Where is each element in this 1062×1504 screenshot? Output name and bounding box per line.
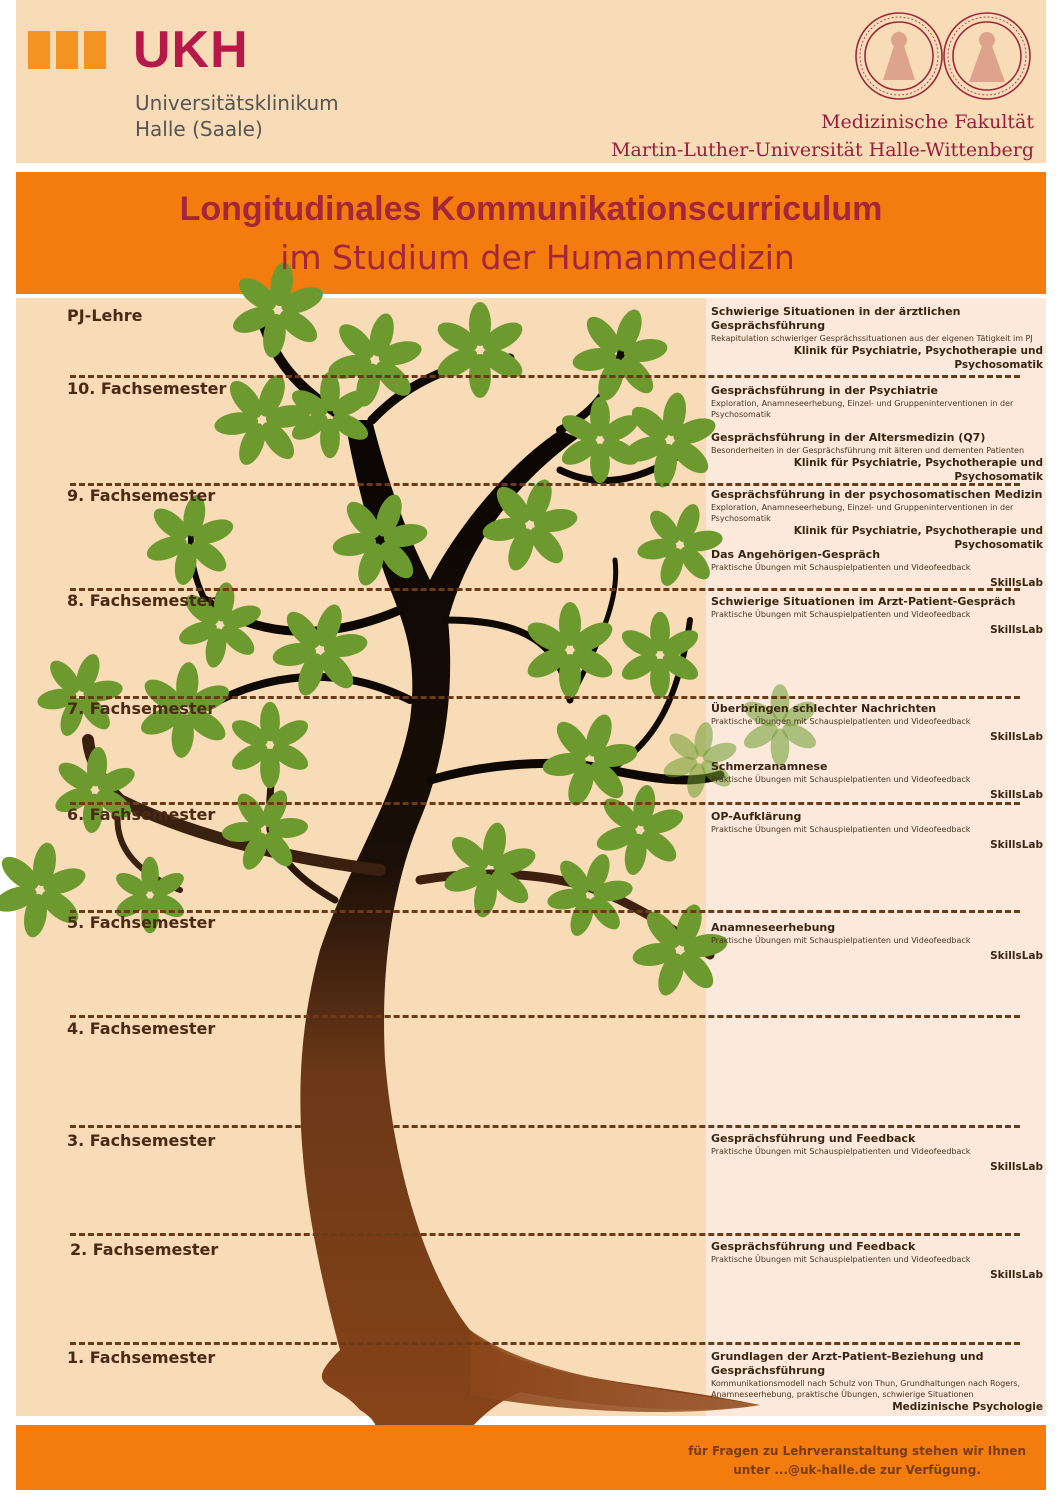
ukh-logo-subtitle: Universitätsklinikum Halle (Saale) — [135, 90, 339, 142]
semester-divider — [70, 1233, 1020, 1236]
course-entry: OP-Aufklärung Praktische Übungen mit Sch… — [711, 810, 1043, 852]
semester-label-10: 10. Fachsemester — [67, 379, 227, 398]
course-entry: Gesprächsführung in der psychosomatische… — [711, 488, 1043, 552]
course-title: Grundlagen der Arzt-Patient-Beziehung un… — [711, 1350, 984, 1377]
course-title: Schmerzanamnese — [711, 760, 828, 773]
course-title: OP-Aufklärung — [711, 810, 802, 823]
course-description: Praktische Übungen mit Schauspielpatient… — [711, 775, 971, 784]
footer-line1: für Fragen zu Lehrveranstaltung stehen w… — [688, 1444, 1026, 1458]
semester-divider — [70, 802, 1020, 805]
course-entry: Schmerzanamnese Praktische Übungen mit S… — [711, 760, 1043, 802]
course-title: Überbringen schlechter Nachrichten — [711, 702, 937, 715]
ukh-subtitle-line2: Halle (Saale) — [135, 117, 263, 141]
semester-label-9: 9. Fachsemester — [67, 486, 216, 505]
course-organizer: SkillsLab — [990, 577, 1043, 589]
course-entry: Grundlagen der Arzt-Patient-Beziehung un… — [711, 1350, 1043, 1414]
course-title: Anamneseerhebung — [711, 921, 836, 934]
course-description: Exploration, Anamneseerhebung, Einzel- u… — [711, 503, 1014, 523]
course-organizer: SkillsLab — [990, 1161, 1043, 1173]
course-organizer: Medizinische Psychologie — [892, 1401, 1043, 1413]
footer-line2: unter ...@uk-halle.de zur Verfügung. — [733, 1463, 981, 1477]
course-entry: Gesprächsführung und Feedback Praktische… — [711, 1240, 1043, 1282]
course-description: Praktische Übungen mit Schauspielpatient… — [711, 1147, 971, 1156]
semester-divider — [70, 696, 1020, 699]
course-organizer: Klinik für Psychiatrie, Psychotherapie u… — [793, 525, 1043, 551]
course-organizer: SkillsLab — [990, 789, 1043, 801]
course-title: Gesprächsführung und Feedback — [711, 1240, 916, 1253]
semester-divider — [70, 588, 1020, 591]
poster-title: Longitudinales Kommunikationscurriculum — [179, 190, 883, 228]
course-entry: Gesprächsführung in der Psychiatrie Expl… — [711, 384, 1043, 420]
semester-label-5: 5. Fachsemester — [67, 913, 216, 932]
university-seals-icon — [855, 12, 1031, 100]
course-entry: Schwierige Situationen in der ärztlichen… — [711, 305, 1043, 372]
course-description: Kommunikationsmodell nach Schulz von Thu… — [711, 1379, 1021, 1399]
semester-divider — [70, 1015, 1020, 1018]
course-description: Rekapitulation schwieriger Gesprächssitu… — [711, 334, 1033, 343]
semester-label-6: 6. Fachsemester — [67, 805, 216, 824]
semester-divider — [70, 1342, 1020, 1345]
header-panel — [16, 0, 1046, 163]
course-entry: Schwierige Situationen im Arzt-Patient-G… — [711, 595, 1043, 637]
course-entry: Das Angehörigen-Gespräch Praktische Übun… — [711, 548, 1043, 590]
course-title: Schwierige Situationen in der ärztlichen… — [711, 305, 961, 332]
course-title: Das Angehörigen-Gespräch — [711, 548, 881, 561]
footer-bar — [16, 1425, 1046, 1490]
faculty-line1: Medizinische Fakultät — [821, 111, 1034, 133]
semester-divider — [70, 483, 1020, 486]
ukh-subtitle-line1: Universitätsklinikum — [135, 91, 339, 115]
semester-label-pj: PJ-Lehre — [67, 306, 143, 325]
course-entry: Gesprächsführung in der Altersmedizin (Q… — [711, 431, 1043, 484]
semester-label-3: 3. Fachsemester — [67, 1131, 216, 1150]
course-title: Gesprächsführung in der psychosomatische… — [711, 488, 1043, 501]
course-entry: Gesprächsführung und Feedback Praktische… — [711, 1132, 1043, 1174]
semester-label-4: 4. Fachsemester — [67, 1019, 216, 1038]
course-description: Besonderheiten in der Gesprächsführung m… — [711, 446, 1025, 455]
course-organizer: SkillsLab — [990, 1269, 1043, 1281]
course-description: Praktische Übungen mit Schauspielpatient… — [711, 1255, 971, 1264]
course-description: Praktische Übungen mit Schauspielpatient… — [711, 825, 971, 834]
course-entry: Anamneseerhebung Praktische Übungen mit … — [711, 921, 1043, 963]
semester-divider — [70, 910, 1020, 913]
course-entry: Überbringen schlechter Nachrichten Prakt… — [711, 702, 1043, 744]
course-organizer: SkillsLab — [990, 839, 1043, 851]
faculty-name: Medizinische Fakultät Martin-Luther-Univ… — [611, 108, 1034, 164]
course-organizer: Klinik für Psychiatrie, Psychotherapie u… — [793, 345, 1043, 371]
course-description: Praktische Übungen mit Schauspielpatient… — [711, 717, 971, 726]
faculty-line2: Martin-Luther-Universität Halle-Wittenbe… — [611, 139, 1034, 161]
ukh-logo-bars — [28, 31, 106, 69]
course-organizer: SkillsLab — [990, 624, 1043, 636]
semester-label-1: 1. Fachsemester — [67, 1348, 216, 1367]
course-description: Praktische Übungen mit Schauspielpatient… — [711, 610, 971, 619]
course-title: Gesprächsführung und Feedback — [711, 1132, 916, 1145]
title-bar — [16, 172, 1046, 294]
ukh-logo-word: UKH — [133, 21, 249, 79]
semester-divider — [70, 375, 1020, 378]
course-organizer: SkillsLab — [990, 731, 1043, 743]
course-title: Schwierige Situationen im Arzt-Patient-G… — [711, 595, 1016, 608]
semester-label-2: 2. Fachsemester — [70, 1240, 219, 1259]
course-organizer: SkillsLab — [990, 950, 1043, 962]
semester-label-8: 8. Fachsemester — [67, 591, 216, 610]
course-description: Praktische Übungen mit Schauspielpatient… — [711, 563, 971, 572]
course-title: Gesprächsführung in der Altersmedizin (Q… — [711, 431, 986, 444]
course-title: Gesprächsführung in der Psychiatrie — [711, 384, 938, 397]
course-description: Exploration, Anamneseerhebung, Einzel- u… — [711, 399, 1014, 419]
poster-subtitle: im Studium der Humanmedizin — [280, 238, 795, 277]
semester-divider — [70, 1125, 1020, 1128]
semester-label-7: 7. Fachsemester — [67, 699, 216, 718]
course-description: Praktische Übungen mit Schauspielpatient… — [711, 936, 971, 945]
footer-contact: für Fragen zu Lehrveranstaltung stehen w… — [688, 1442, 1026, 1480]
course-organizer: Klinik für Psychiatrie, Psychotherapie u… — [793, 457, 1043, 483]
